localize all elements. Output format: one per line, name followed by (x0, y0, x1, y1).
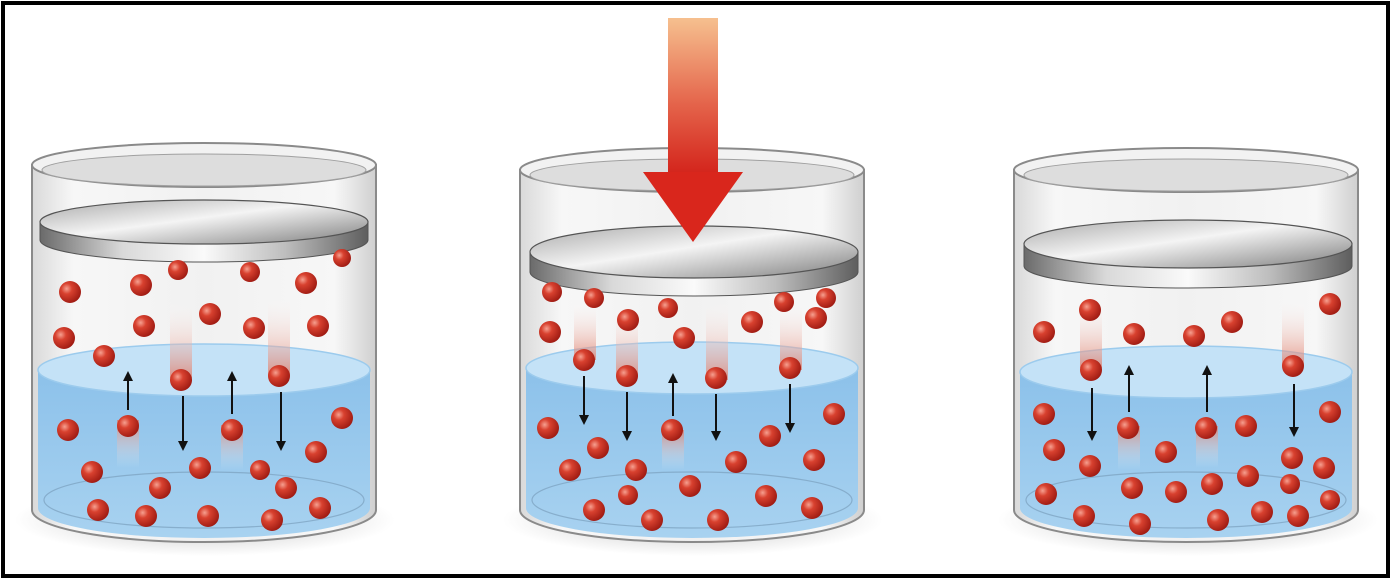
beaker-right (998, 148, 1378, 556)
beaker-inner-rim (1024, 159, 1348, 191)
water-surface (38, 344, 370, 396)
piston-top (40, 200, 368, 244)
beaker-left (15, 143, 395, 556)
piston-top (1024, 220, 1352, 268)
beaker-inner-rim (42, 154, 366, 186)
